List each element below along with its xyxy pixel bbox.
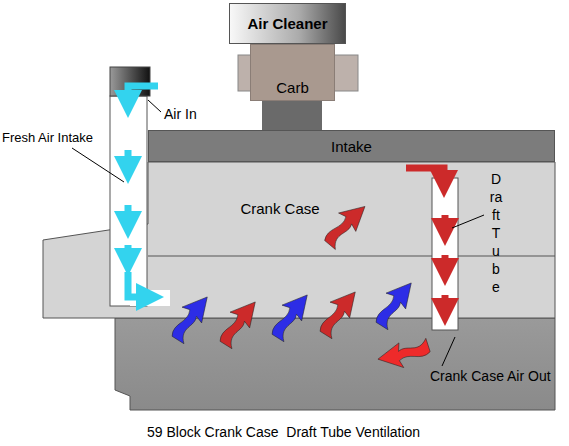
figure-caption: 59 Block Crank Case Draft Tube Ventilati… (147, 424, 420, 440)
crank-case-air-out-label: Crank Case Air Out (430, 368, 551, 384)
node-text: Crank Case (240, 200, 319, 217)
fresh-air-intake-label: Fresh Air Intake (2, 130, 93, 145)
intake-bar: Intake (148, 130, 555, 162)
crank-case-block: Crank Case (236, 198, 324, 219)
node-text: Air Cleaner (247, 15, 327, 32)
air-in-label: Air In (164, 106, 197, 122)
carb-box: Carb (250, 44, 335, 101)
node-text: Carb (276, 79, 309, 96)
node-text: Intake (331, 138, 372, 155)
draft-tube-label: Draft Tube (489, 170, 503, 296)
air-cleaner-box: Air Cleaner (229, 3, 346, 44)
